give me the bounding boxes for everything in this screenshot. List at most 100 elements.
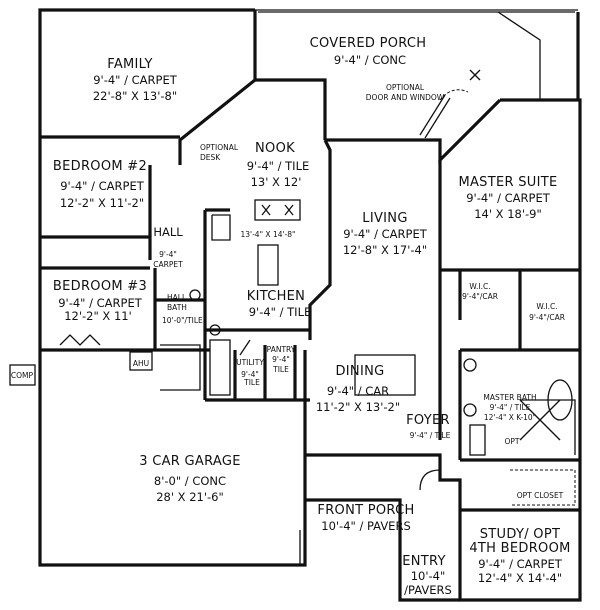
svg-text:9'-4" / TILE: 9'-4" / TILE [410, 431, 451, 440]
svg-text:12'-2" X 11'-2": 12'-2" X 11'-2" [60, 196, 144, 210]
svg-text:9'-4" / TILE: 9'-4" / TILE [490, 403, 531, 412]
room-dining: DINING 9'-4" / CAR 11'-2" X 13'-2" [316, 364, 400, 414]
covered-porch-outline [255, 9, 578, 139]
svg-text:LIVING: LIVING [362, 211, 407, 226]
svg-text:8'-0" / CONC: 8'-0" / CONC [154, 474, 226, 488]
svg-text:9'-4" / CAR: 9'-4" / CAR [327, 384, 389, 398]
exterior-walls [38, 8, 582, 602]
svg-text:BATH: BATH [167, 303, 187, 312]
svg-text:9'-4": 9'-4" [241, 370, 259, 379]
label-optional-desk: OPTIONAL DESK [200, 143, 239, 162]
svg-text:W.I.C.: W.I.C. [536, 302, 557, 311]
svg-text:3 CAR GARAGE: 3 CAR GARAGE [139, 454, 241, 469]
room-wic-2: W.I.C. 9'-4"/CAR [529, 302, 565, 322]
svg-text:DINING: DINING [335, 364, 384, 379]
interior-walls [40, 135, 580, 565]
svg-text:W.I.C.: W.I.C. [469, 282, 490, 291]
room-bedroom-3: BEDROOM #3 9'-4" / CARPET 12'-2" X 11' [53, 279, 147, 323]
label-ahu: AHU [133, 359, 149, 368]
room-foyer: FOYER 9'-4" / TILE [406, 413, 450, 440]
svg-text:9'-4" / CARPET: 9'-4" / CARPET [93, 73, 178, 87]
svg-text:MASTER SUITE: MASTER SUITE [458, 175, 557, 190]
svg-text:DESK: DESK [200, 153, 221, 162]
svg-text:CARPET: CARPET [153, 260, 183, 269]
label-opt: OPT [504, 437, 519, 446]
svg-text:12'-4" X K-10": 12'-4" X K-10" [484, 413, 536, 422]
svg-text:9'-4" / TILE: 9'-4" / TILE [249, 305, 312, 319]
room-kitchen: KITCHEN 9'-4" / TILE [247, 289, 311, 319]
svg-text:14' X 18'-9": 14' X 18'-9" [474, 207, 542, 221]
room-family: FAMILY 9'-4" / CARPET 22'-8" X 13'-8" [93, 57, 178, 103]
svg-text:9'-4" / CARPET: 9'-4" / CARPET [60, 179, 145, 193]
svg-text:9'-4" / TILE: 9'-4" / TILE [247, 159, 310, 173]
svg-text:9'-4" / CARPET: 9'-4" / CARPET [466, 191, 551, 205]
svg-text:STUDY/ OPT: STUDY/ OPT [480, 527, 560, 542]
svg-text:BEDROOM #3: BEDROOM #3 [53, 279, 147, 294]
svg-text:22'-8" X 13'-8": 22'-8" X 13'-8" [93, 89, 177, 103]
svg-text:UTILITY: UTILITY [236, 358, 264, 367]
room-study: STUDY/ OPT 4TH BEDROOM 9'-4" / CARPET 12… [469, 527, 570, 585]
svg-text:COMP: COMP [11, 371, 34, 380]
svg-text:/PAVERS: /PAVERS [404, 583, 452, 597]
room-garage: 3 CAR GARAGE 8'-0" / CONC 28' X 21'-6" [139, 454, 241, 504]
room-entry: ENTRY 10'-4" /PAVERS [402, 554, 452, 597]
label-comp: COMP [11, 371, 34, 380]
garage-details [9, 334, 301, 565]
svg-text:HALL: HALL [167, 293, 187, 302]
svg-text:13' X 12': 13' X 12' [251, 175, 302, 189]
svg-text:12'-4" X 14'-4": 12'-4" X 14'-4" [478, 571, 562, 585]
svg-text:FAMILY: FAMILY [107, 57, 153, 72]
room-covered-porch: COVERED PORCH 9'-4" / CONC [310, 36, 427, 67]
svg-text:9'-4": 9'-4" [272, 355, 290, 364]
svg-text:PANTRY: PANTRY [267, 345, 296, 354]
svg-text:COVERED PORCH: COVERED PORCH [310, 36, 427, 51]
svg-text:9'-4" / CARPET: 9'-4" / CARPET [343, 227, 428, 241]
svg-text:9'-4" / CARPET: 9'-4" / CARPET [478, 557, 563, 571]
room-master-bath: MASTER BATH 9'-4" / TILE 12'-4" X K-10" [483, 393, 536, 422]
label-opt-closet: OPT CLOSET [517, 491, 564, 500]
svg-text:NOOK: NOOK [255, 141, 295, 156]
room-living: LIVING 9'-4" / CARPET 12'-8" X 17'-4" [343, 211, 428, 257]
fixtures [189, 289, 573, 491]
svg-text:12'-2" X 11': 12'-2" X 11' [64, 309, 132, 323]
svg-text:TILE: TILE [272, 365, 289, 374]
svg-text:9'-4" / CARPET: 9'-4" / CARPET [58, 296, 143, 310]
svg-text:9'-4": 9'-4" [159, 250, 177, 259]
label-optional-door: OPTIONAL DOOR AND WINDOW [366, 83, 445, 102]
svg-text:KITCHEN: KITCHEN [247, 289, 305, 304]
room-nook: NOOK 9'-4" / TILE 13' X 12' [247, 141, 310, 189]
room-bedroom-2: BEDROOM #2 9'-4" / CARPET 12'-2" X 11'-2… [53, 159, 147, 210]
svg-text:12'-8" X 17'-4": 12'-8" X 17'-4" [343, 243, 427, 257]
svg-text:10'-0"/TILE: 10'-0"/TILE [162, 316, 203, 325]
svg-text:TILE: TILE [243, 378, 260, 387]
room-front-porch: FRONT PORCH 10'-4" / PAVERS [317, 503, 414, 533]
kitchen-dimensions: 13'-4" X 14'-8" [241, 230, 296, 239]
svg-text:DOOR AND WINDOW: DOOR AND WINDOW [366, 93, 445, 102]
room-hall: HALL 9'-4" CARPET [153, 225, 183, 269]
svg-text:BEDROOM #2: BEDROOM #2 [53, 159, 147, 174]
svg-text:OPTIONAL: OPTIONAL [200, 143, 239, 152]
svg-text:ENTRY: ENTRY [402, 554, 446, 569]
svg-text:13'-4" X 14'-8": 13'-4" X 14'-8" [241, 230, 296, 239]
room-wic-1: W.I.C. 9'-4"/CAR [462, 282, 498, 301]
svg-text:11'-2" X 13'-2": 11'-2" X 13'-2" [316, 400, 400, 414]
svg-text:10'-4" / PAVERS: 10'-4" / PAVERS [321, 519, 411, 533]
svg-text:HALL: HALL [153, 225, 183, 239]
svg-text:4TH BEDROOM: 4TH BEDROOM [469, 541, 570, 556]
room-hall-bath: HALL BATH 10'-0"/TILE [162, 293, 203, 325]
svg-text:9'-4"/CAR: 9'-4"/CAR [462, 292, 498, 301]
room-master-suite: MASTER SUITE 9'-4" / CARPET 14' X 18'-9" [458, 175, 557, 221]
svg-text:9'-4" / CONC: 9'-4" / CONC [334, 53, 406, 67]
svg-text:OPT: OPT [504, 437, 519, 446]
svg-text:FOYER: FOYER [406, 413, 450, 428]
svg-text:FRONT PORCH: FRONT PORCH [317, 503, 414, 518]
room-pantry: PANTRY 9'-4" TILE [267, 345, 296, 374]
svg-text:OPT CLOSET: OPT CLOSET [517, 491, 564, 500]
room-utility: UTILITY 9'-4" TILE [236, 358, 264, 387]
svg-text:AHU: AHU [133, 359, 149, 368]
svg-text:MASTER BATH: MASTER BATH [483, 393, 536, 402]
svg-text:OPTIONAL: OPTIONAL [386, 83, 425, 92]
svg-text:9'-4"/CAR: 9'-4"/CAR [529, 313, 565, 322]
svg-text:10'-4": 10'-4" [411, 569, 446, 583]
